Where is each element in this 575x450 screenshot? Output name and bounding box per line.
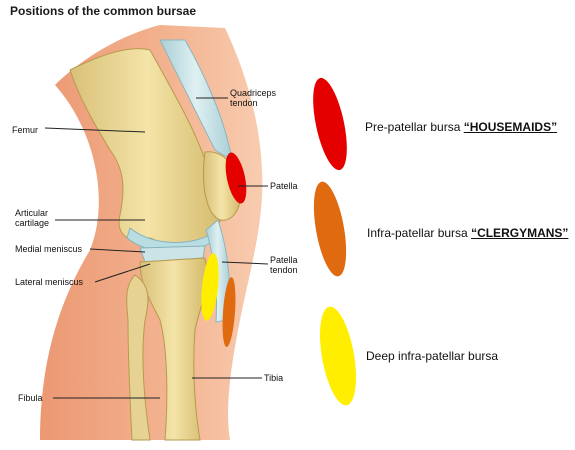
legend-infra-patellar-name: Infra-patellar bursa: [367, 226, 468, 240]
legend-infra-patellar-nickname: “CLERGYMANS”: [471, 226, 568, 240]
legend-deep-infra-patellar-name: Deep infra-patellar bursa: [366, 349, 498, 363]
legend-pre-patellar-name: Pre-patellar bursa: [365, 120, 460, 134]
yellow-ellipse-icon: [314, 304, 363, 408]
articular-cartilage-label: Articular cartilage: [15, 208, 49, 228]
legend-infra-patellar: Infra-patellar bursa “CLERGYMANS”: [367, 226, 568, 240]
tibia-label: Tibia: [264, 373, 283, 383]
lateral-meniscus-label: Lateral meniscus: [15, 277, 83, 287]
legend-pre-patellar: Pre-patellar bursa “HOUSEMAIDS”: [365, 120, 557, 134]
legend-deep-infra-patellar: Deep infra-patellar bursa: [366, 349, 498, 363]
femur-label: Femur: [12, 125, 38, 135]
quadriceps-tendon-label: Quadriceps tendon: [230, 88, 276, 108]
orange-ellipse-icon: [308, 179, 352, 278]
medial-meniscus-label: Medial meniscus: [15, 244, 82, 254]
legend-pre-patellar-nickname: “HOUSEMAIDS”: [464, 120, 557, 134]
patella-tendon-label: Patella tendon: [270, 255, 298, 275]
patella-label: Patella: [270, 181, 298, 191]
red-ellipse-icon: [307, 75, 354, 173]
fibula-label: Fibula: [18, 393, 43, 403]
